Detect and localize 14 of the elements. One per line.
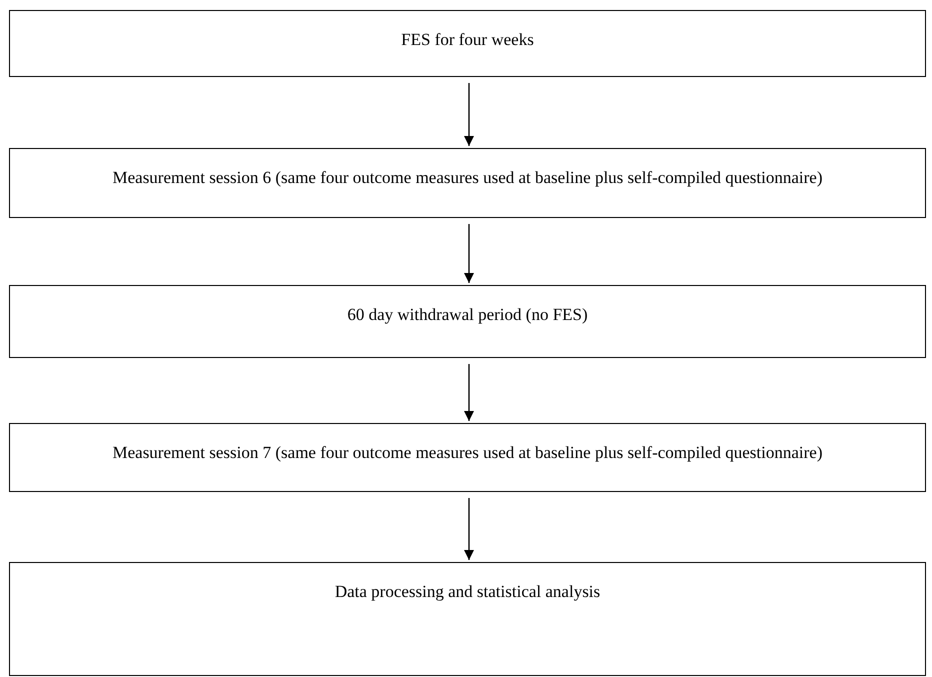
process-box (9, 285, 926, 358)
box-text: FES for four weeks (401, 29, 534, 51)
arrow (464, 83, 474, 146)
process-box (9, 10, 926, 77)
process-box (9, 562, 926, 676)
arrow (464, 364, 474, 421)
arrow (464, 498, 474, 560)
box-text: 60 day withdrawal period (no FES) (347, 304, 588, 326)
box-text: Data processing and statistical analysis (334, 581, 600, 603)
box-text: Measurement session 7 (same four outcome measures used at baseline plus self-compiled questionnaire) (112, 442, 822, 464)
box-text: Measurement session 6 (same four outcome measures used at baseline plus self-compiled questionnaire) (112, 167, 822, 189)
arrow (464, 224, 474, 283)
process-box (9, 423, 926, 492)
process-box (9, 148, 926, 218)
